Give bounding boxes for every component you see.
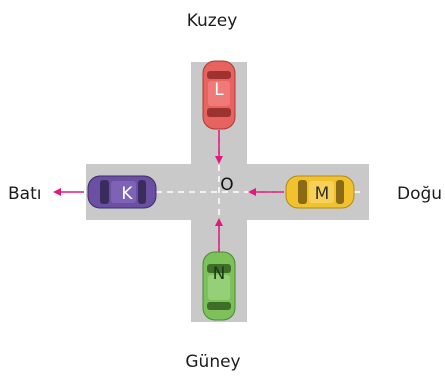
north-label: Kuzey bbox=[187, 11, 238, 31]
car-k-roof bbox=[111, 181, 136, 203]
car-k-label: K bbox=[121, 184, 133, 204]
car-m-label: M bbox=[315, 184, 330, 204]
car-k bbox=[87, 175, 157, 209]
car-n-roof bbox=[208, 275, 230, 300]
east-label: Doğu bbox=[397, 184, 442, 204]
car-k-rear-window bbox=[138, 180, 146, 204]
car-n-windshield bbox=[207, 264, 231, 273]
car-n-rear-window bbox=[207, 302, 231, 310]
car-m-rear-window bbox=[336, 180, 344, 204]
car-m-windshield bbox=[298, 180, 307, 204]
car-k-windshield bbox=[100, 180, 109, 204]
car-m-roof bbox=[309, 181, 334, 203]
car-m bbox=[285, 175, 355, 209]
car-l-label: L bbox=[214, 80, 224, 100]
car-l bbox=[202, 60, 236, 130]
south-label: Güney bbox=[185, 352, 240, 372]
motion-arrows bbox=[53, 130, 284, 252]
car-l-roof bbox=[208, 81, 230, 106]
car-n bbox=[202, 251, 236, 321]
west-label: Batı bbox=[8, 184, 41, 204]
car-l-windshield bbox=[207, 108, 231, 117]
car-n-label: N bbox=[213, 264, 226, 284]
car-l-rear-window bbox=[207, 71, 231, 79]
center-point-label: O bbox=[220, 175, 233, 195]
